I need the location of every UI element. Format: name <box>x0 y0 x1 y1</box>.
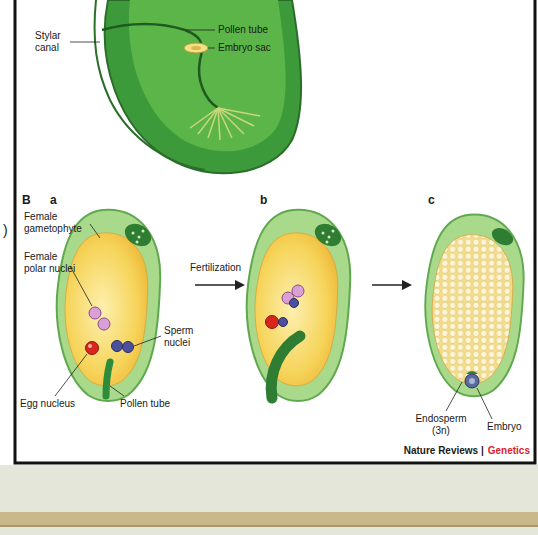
process-arrow <box>372 284 410 286</box>
panel-letter: b <box>260 193 267 207</box>
ovule-panel-a <box>57 210 160 401</box>
pollen-tube <box>106 362 110 396</box>
ovule-panel-b <box>247 210 350 401</box>
part-label: Embryo <box>487 421 521 433</box>
polar-nucleus <box>89 307 101 319</box>
part-label: Embryo sac <box>218 42 271 54</box>
embryo <box>465 374 479 388</box>
nucellus <box>129 0 286 151</box>
embryo-sac-core <box>191 46 201 50</box>
integument <box>247 210 350 401</box>
antipodal-dots <box>322 230 335 244</box>
page-ground <box>0 465 538 535</box>
sperm-nucleus <box>123 342 134 353</box>
panel-letter: B <box>22 193 31 207</box>
embryo-sac <box>255 233 338 386</box>
part-label: Egg nucleus <box>20 398 75 410</box>
antipodal-cells <box>311 219 345 250</box>
sperm-nucleus <box>290 299 299 308</box>
nuclei-panel-a <box>86 307 134 396</box>
panel-letter-cropped: ) <box>3 222 8 238</box>
leader-lines-a <box>55 224 161 396</box>
stylar-canal <box>95 0 205 170</box>
part-label: Endosperm (3n) <box>410 413 472 437</box>
journal-name: Genetics <box>488 445 530 457</box>
page-stripe-edge <box>0 525 538 527</box>
pollen-tube <box>271 336 300 398</box>
egg-highlight <box>88 344 92 348</box>
ovule-top <box>70 0 301 173</box>
part-label: Female polar nuclei <box>24 251 78 275</box>
process-label: Fertilization <box>190 262 241 274</box>
integument <box>57 210 160 401</box>
panel-letter: c <box>428 193 435 207</box>
pollen-tube <box>102 24 218 108</box>
part-label: Female gametophyte <box>24 211 90 235</box>
polar-nucleus <box>98 318 110 330</box>
process-arrow <box>195 284 243 286</box>
polar-nucleus <box>292 285 304 297</box>
part-label: Pollen tube <box>120 398 170 410</box>
embryo-panel-c <box>465 371 479 388</box>
journal-name: Nature Reviews | <box>404 445 484 457</box>
ovule-fan <box>190 108 260 140</box>
leader-lines-top <box>70 30 215 48</box>
antipodal-dots <box>132 230 145 244</box>
embryo-sac <box>184 43 208 53</box>
panel-letter: a <box>50 193 57 207</box>
egg-nucleus <box>86 342 99 355</box>
sperm-nucleus <box>279 318 288 327</box>
endosperm <box>432 235 513 384</box>
figure-frame <box>15 0 535 463</box>
antipodal-cells <box>121 219 155 250</box>
integument <box>425 215 523 397</box>
antipodal-cells <box>489 224 516 249</box>
embryo-cap <box>466 371 478 374</box>
sperm-nucleus <box>112 341 123 352</box>
embryo-core <box>469 378 475 384</box>
part-label: Stylar canal <box>35 30 69 54</box>
nuclei-panel-b <box>266 285 305 398</box>
part-label: Sperm nuclei <box>164 325 202 349</box>
egg-nucleus <box>266 316 279 329</box>
ovule-panel-c <box>425 215 523 397</box>
part-label: Pollen tube <box>218 24 268 36</box>
page-stripe <box>0 512 538 525</box>
